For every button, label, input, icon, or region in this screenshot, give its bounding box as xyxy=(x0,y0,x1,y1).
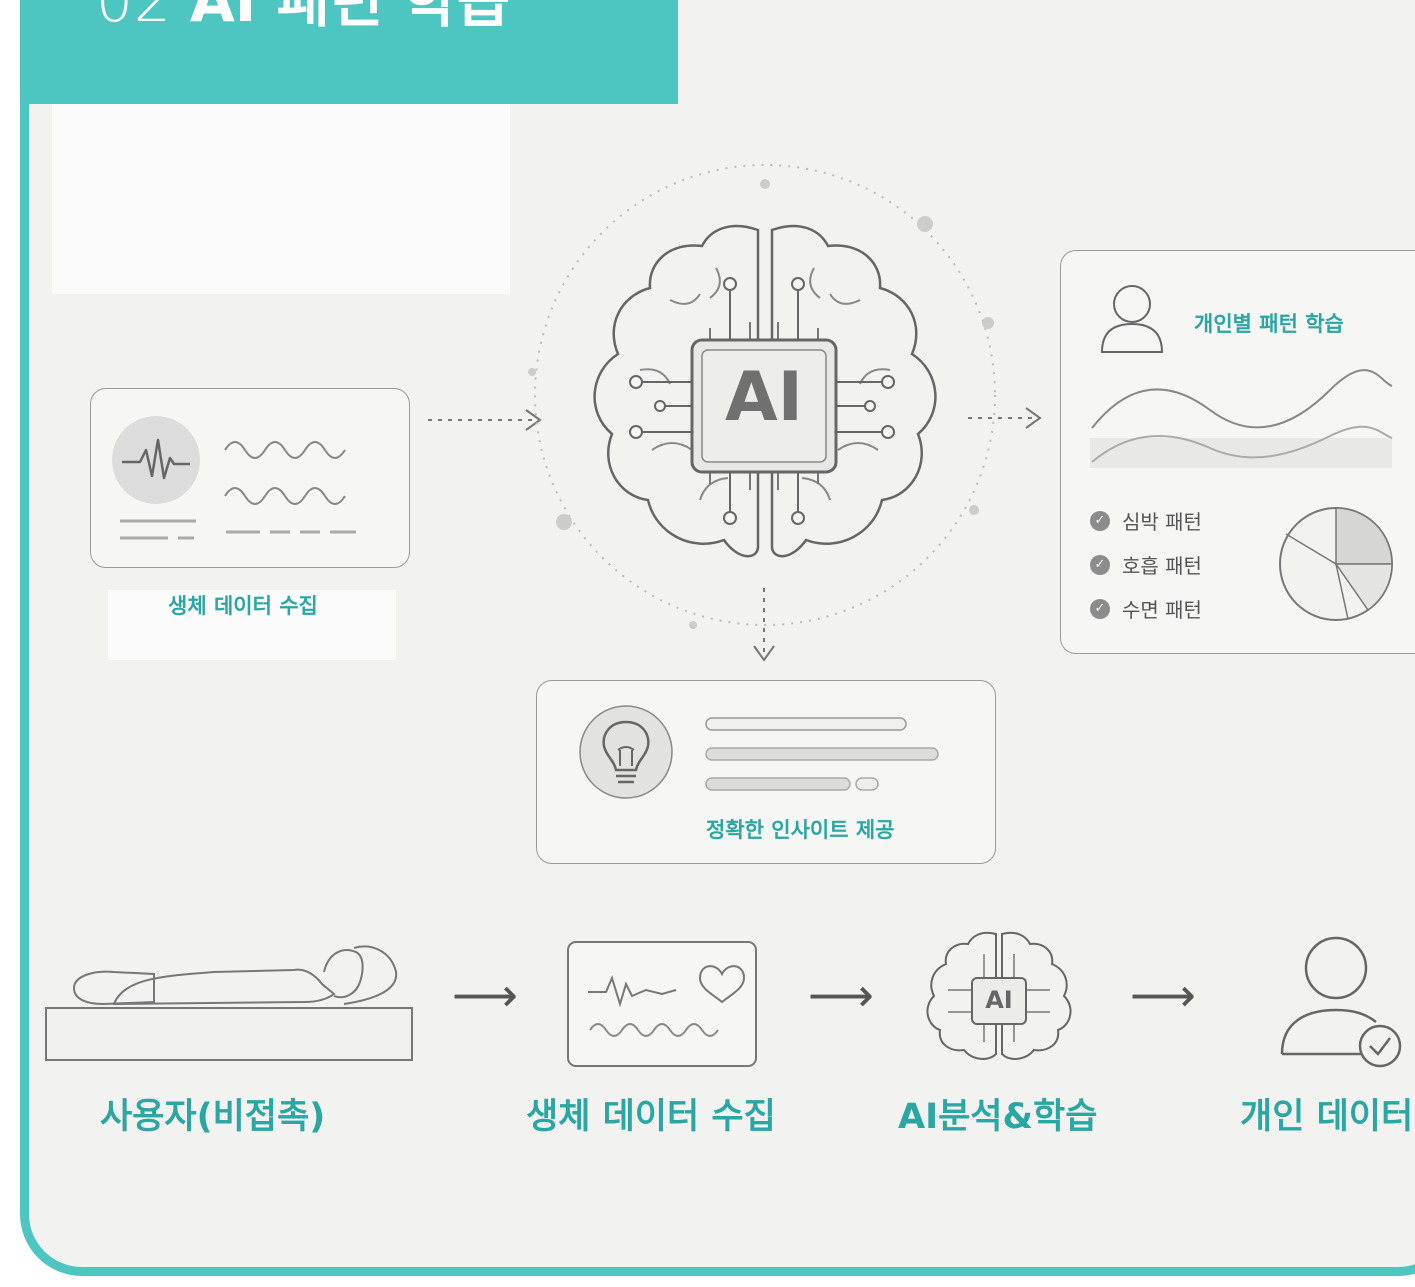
pattern-card-label: 개인별 패턴 학습 xyxy=(1194,312,1344,336)
wave-chart xyxy=(1090,369,1393,468)
section-title: AI 패턴 학습 xyxy=(189,0,511,35)
collect-card-label: 생체 데이터 수집 xyxy=(168,594,318,618)
pattern-item-label: 심박 패턴 xyxy=(1122,510,1202,534)
section-number: 02 xyxy=(96,0,172,35)
section-title-tab: 02 AI 패턴 학습 xyxy=(20,0,678,104)
pattern-item-label: 호흡 패턴 xyxy=(1122,554,1202,578)
user-check-icon xyxy=(1280,936,1402,1068)
lightbulb-icon xyxy=(579,705,673,799)
flow-arrow-icon: ⟶ xyxy=(808,968,874,1022)
flow-arrow-icon: ⟶ xyxy=(452,968,518,1022)
check-icon: ✓ xyxy=(1090,510,1110,531)
pattern-item: ✓ 심박 패턴 xyxy=(1090,506,1202,535)
pattern-item: ✓ 수면 패턴 xyxy=(1090,594,1202,623)
arrow-right-icon xyxy=(428,409,542,431)
check-icon: ✓ xyxy=(1090,598,1110,619)
monitor-heart-icon xyxy=(567,941,757,1067)
ai-brain-icon xyxy=(528,164,996,629)
text-lines xyxy=(705,717,939,791)
flow-step-label: AI분석&학습 xyxy=(898,1097,1098,1137)
user-icon xyxy=(1100,285,1164,353)
heartbeat-icon xyxy=(112,416,356,540)
ai-chip-text: AI xyxy=(985,986,1013,1014)
ai-brain-icon xyxy=(926,931,1072,1060)
pattern-item-label: 수면 패턴 xyxy=(1122,598,1202,622)
white-patch xyxy=(52,104,510,294)
flow-arrow-icon: ⟶ xyxy=(1130,968,1196,1022)
white-patch xyxy=(108,590,396,660)
arrow-right-icon xyxy=(968,407,1042,429)
flow-step-label: 개인 데이터 xyxy=(1240,1097,1414,1137)
pattern-item: ✓ 호흡 패턴 xyxy=(1090,550,1202,579)
pie-chart-icon xyxy=(1279,507,1393,621)
check-icon: ✓ xyxy=(1090,554,1110,575)
ai-chip-text: AI xyxy=(725,358,803,437)
flow-step-label: 사용자(비접촉) xyxy=(100,1097,326,1137)
flow-step-label: 생체 데이터 수집 xyxy=(526,1097,776,1137)
sleeping-person-icon xyxy=(45,945,413,1061)
arrow-down-icon xyxy=(753,588,775,662)
insight-card-label: 정확한 인사이트 제공 xyxy=(706,818,895,842)
